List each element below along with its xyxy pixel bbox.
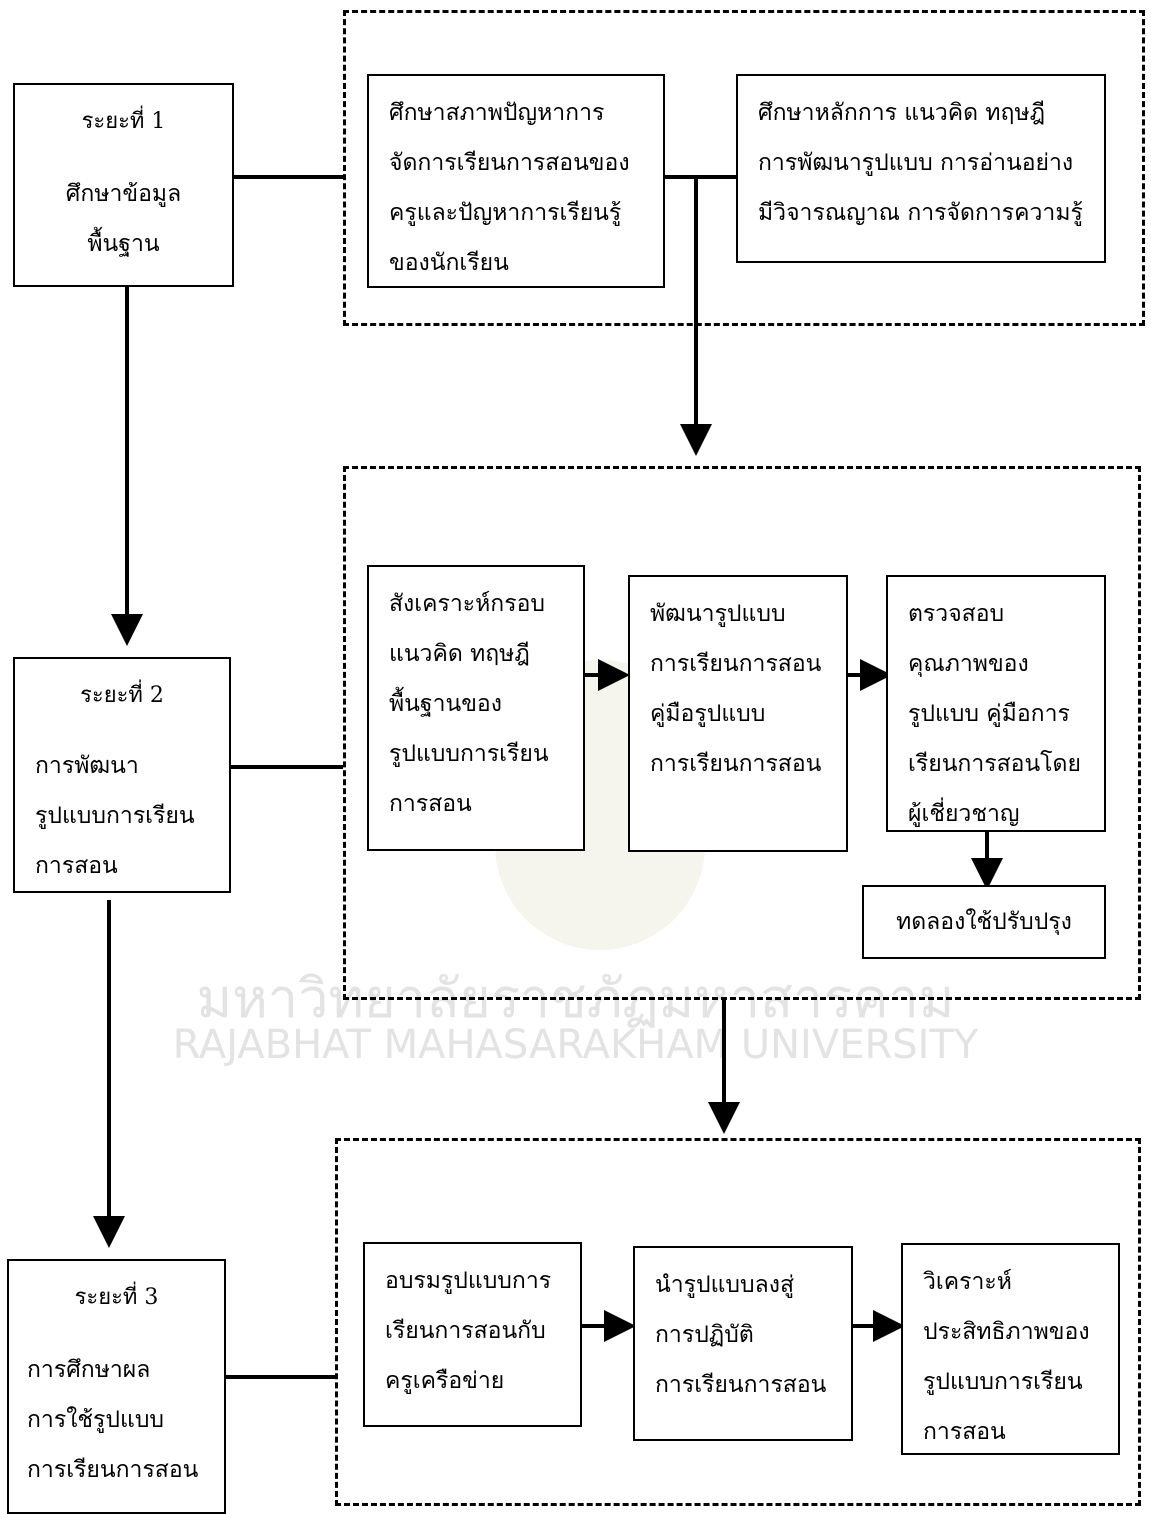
group-2-box-develop: พัฒนารูปแบบ การเรียนการสอน คู่มือรูปแบบ …: [628, 575, 848, 852]
group-1-box-problems: ศึกษาสภาพปัญหาการ จัดการเรียนการสอนของ ค…: [367, 74, 665, 288]
group-3-box-analyze: วิเคราะห์ ประสิทธิภาพของ รูปแบบการเรียน …: [901, 1243, 1120, 1455]
group-1-box-principles: ศึกษาหลักการ แนวคิด ทฤษฎี การพัฒนารูปแบบ…: [736, 74, 1106, 263]
phase-3-title: ระยะที่ 3: [7, 1259, 226, 1333]
group-2-box-trial: ทดลองใช้ปรับปรุง: [862, 885, 1106, 959]
phase-3-body: การศึกษาผล การใช้รูปแบบ การเรียนการสอน: [7, 1331, 226, 1514]
watermark-english: RAJABHAT MAHASARAKHAM UNIVERSITY: [172, 1022, 979, 1068]
phase-1-title: ระยะที่ 1: [13, 83, 234, 157]
phase-2-title: ระยะที่ 2: [13, 657, 231, 731]
group-3-box-implement: นำรูปแบบลงสู่ การปฏิบัติ การเรียนการสอน: [633, 1246, 853, 1441]
group-1-container: [343, 10, 1145, 326]
phase-2-body: การพัฒนา รูปแบบการเรียน การสอน: [13, 729, 231, 893]
group-3-container: [335, 1138, 1141, 1506]
group-2-box-verify: ตรวจสอบ คุณภาพของ รูปแบบ คู่มือการ เรียน…: [886, 575, 1106, 832]
phase-1-body: ศึกษาข้อมูล พื้นฐาน: [13, 155, 234, 287]
group-3-box-training: อบรมรูปแบบการ เรียนการสอนกับ ครูเครือข่า…: [363, 1242, 582, 1427]
group-2-box-synthesize: สังเคราะห์กรอบ แนวคิด ทฤษฎี พื้นฐานของ ร…: [367, 565, 585, 851]
group-2-container: [343, 466, 1141, 1000]
